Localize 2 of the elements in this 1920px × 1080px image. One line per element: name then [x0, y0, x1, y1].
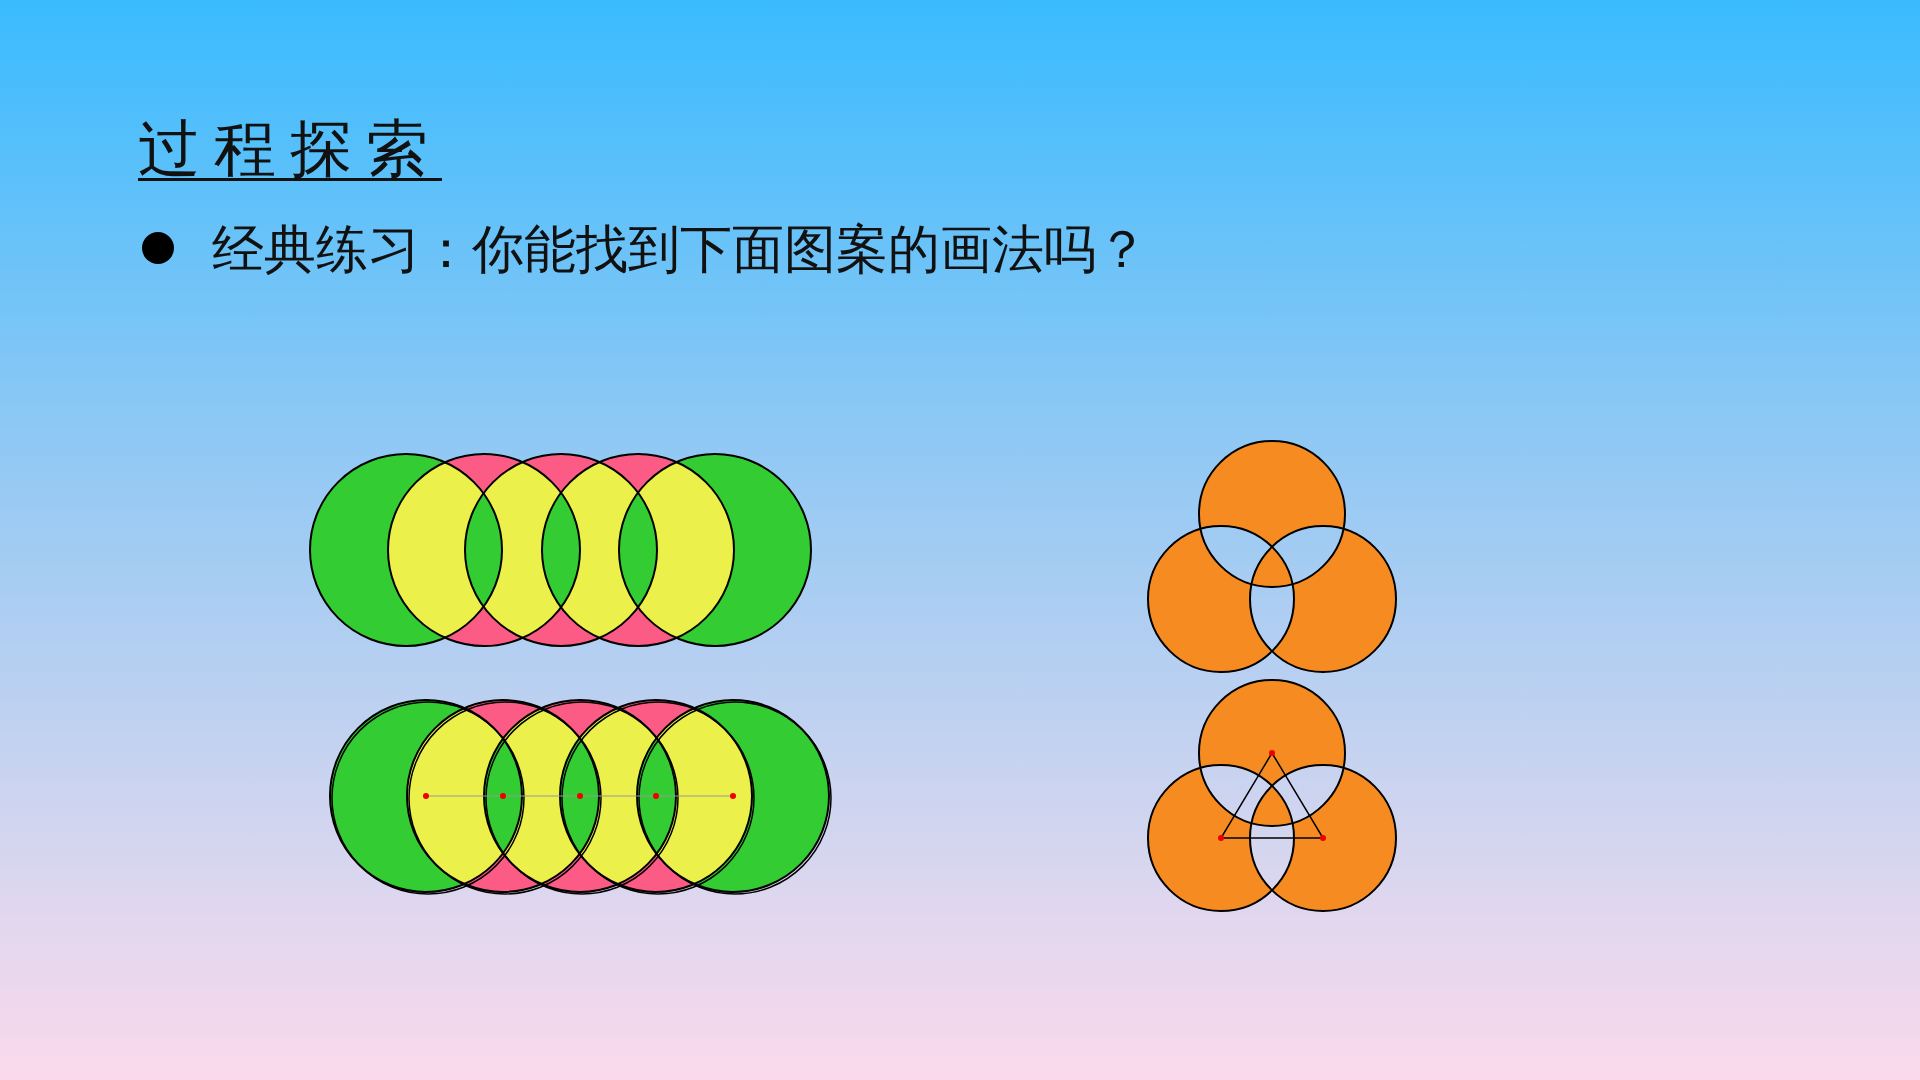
bullet-text: 经典练习：你能找到下面图案的画法吗？ [212, 218, 1148, 281]
slide-title: 过程探索 [138, 112, 442, 187]
